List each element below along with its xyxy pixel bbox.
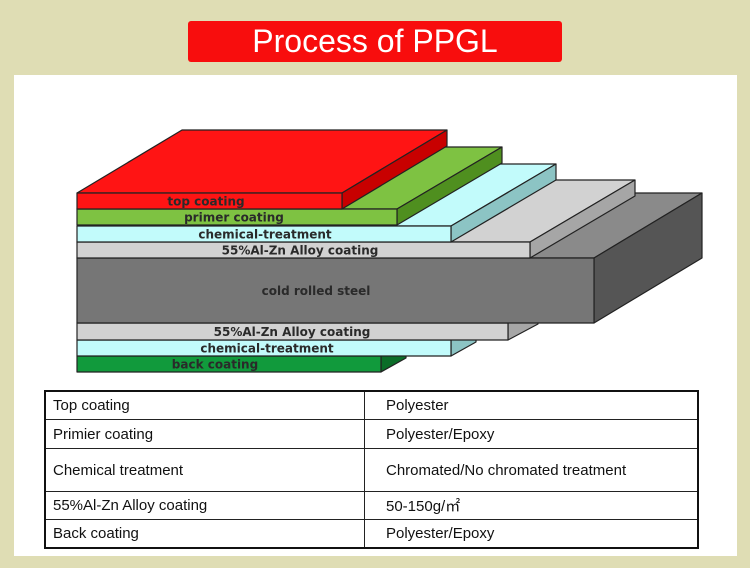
spec-table: Top coating Polyester Primier coating Po… — [44, 390, 699, 549]
layer-spec-cell: Chromated/No chromated treatment — [364, 448, 699, 492]
layer-label: chemical-treatment — [198, 228, 332, 242]
layer-label: back coating — [172, 358, 258, 372]
layer-name-cell: Top coating — [44, 390, 365, 420]
layer-spec-cell: Polyester/Epoxy — [364, 519, 699, 549]
layer-name-cell: Chemical treatment — [44, 448, 365, 492]
layer-top-coating: top coating — [76, 129, 448, 210]
layer-name-cell: 55%Al-Zn Alloy coating — [44, 491, 365, 520]
layer-label: chemical-treatment — [200, 342, 334, 356]
layer-chemical-treatment-bottom: chemical-treatment — [76, 325, 477, 357]
chemical-treatment-top-front-face — [76, 225, 452, 243]
table-row: 55%Al-Zn Alloy coating 50-150g/㎡ — [44, 491, 699, 520]
table-row: Top coating Polyester — [44, 390, 699, 420]
layer-name-cell: Back coating — [44, 519, 365, 549]
layer-label: 55%Al-Zn Alloy coating — [222, 244, 379, 258]
layer-spec-cell: Polyester/Epoxy — [364, 419, 699, 449]
table-row: Chemical treatment Chromated/No chromate… — [44, 448, 699, 492]
table-row: Back coating Polyester/Epoxy — [44, 519, 699, 549]
layer-label: 55%Al-Zn Alloy coating — [214, 325, 371, 339]
layer-label: cold rolled steel — [262, 284, 371, 298]
layer-spec-cell: 50-150g/㎡ — [364, 491, 699, 520]
top-coating-front-face — [76, 192, 343, 210]
page-title: Process of PPGL — [188, 21, 562, 62]
layer-spec-cell: Polyester — [364, 390, 699, 420]
layer-label: primer coating — [184, 211, 284, 225]
layer-name-cell: Primier coating — [44, 419, 365, 449]
table-row: Primier coating Polyester/Epoxy — [44, 419, 699, 449]
layer-label: top coating — [167, 195, 244, 209]
